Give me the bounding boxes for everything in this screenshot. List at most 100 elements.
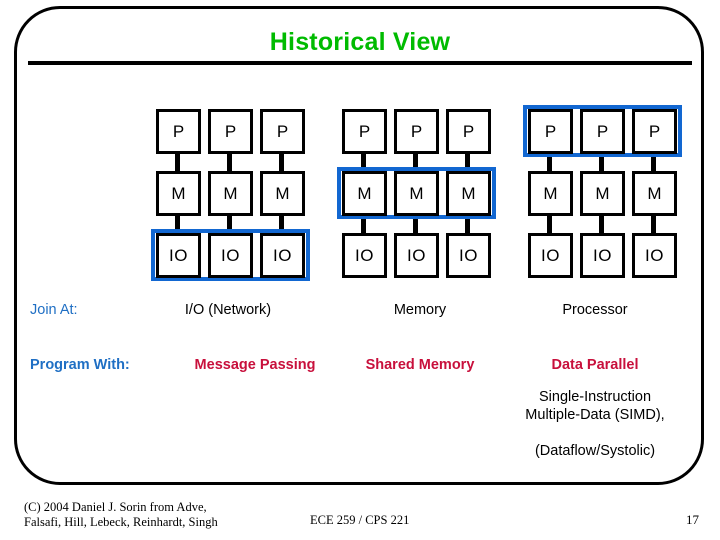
node-processor[interactable]: P xyxy=(394,109,439,154)
architecture-diagram: P M IO P M IO P M IO xyxy=(0,104,720,288)
footer-copyright-line1: (C) 2004 Daniel J. Sorin from Adve, xyxy=(24,500,207,514)
node-label: IO xyxy=(273,245,292,265)
highlight-band-memory xyxy=(337,167,496,219)
node-io[interactable]: IO xyxy=(156,233,201,278)
node-memory[interactable]: M xyxy=(260,171,305,216)
join-at-value-memory: Memory xyxy=(393,302,447,318)
node-io[interactable]: IO xyxy=(580,233,625,278)
node-label: P xyxy=(544,121,557,141)
node-processor[interactable]: P xyxy=(580,109,625,154)
node-label: M xyxy=(275,183,290,203)
connector-memory-io xyxy=(279,214,284,236)
node-processor[interactable]: P xyxy=(342,109,387,154)
node-label: M xyxy=(461,183,476,203)
node-label: IO xyxy=(459,245,478,265)
node-processor[interactable]: P xyxy=(528,109,573,154)
node-label: P xyxy=(172,121,185,141)
connector-processor-memory xyxy=(175,152,180,174)
diagram-group-processor: P M IO P M IO P M IO xyxy=(523,104,682,288)
connector-processor-memory xyxy=(547,152,552,174)
connector-memory-io xyxy=(413,214,418,236)
node-label: M xyxy=(409,183,424,203)
connector-processor-memory xyxy=(599,152,604,174)
node-label: M xyxy=(543,183,558,203)
node-column: P M IO xyxy=(260,104,305,288)
highlight-band-io xyxy=(151,229,310,281)
node-processor[interactable]: P xyxy=(208,109,253,154)
node-label: IO xyxy=(169,245,188,265)
node-label: P xyxy=(410,121,423,141)
connector-memory-io xyxy=(227,214,232,236)
node-label: M xyxy=(223,183,238,203)
node-memory[interactable]: M xyxy=(580,171,625,216)
highlight-band-processor xyxy=(523,105,682,157)
node-label: IO xyxy=(593,245,612,265)
node-label: IO xyxy=(541,245,560,265)
connector-memory-io xyxy=(547,214,552,236)
connector-memory-io xyxy=(175,214,180,236)
node-column: P M IO xyxy=(156,104,201,288)
connector-memory-io xyxy=(361,214,366,236)
node-processor[interactable]: P xyxy=(632,109,677,154)
diagram-group-io-network: P M IO P M IO P M IO xyxy=(151,104,310,288)
node-memory[interactable]: M xyxy=(394,171,439,216)
node-label: IO xyxy=(221,245,240,265)
connector-processor-memory xyxy=(465,152,470,174)
connector-processor-memory xyxy=(227,152,232,174)
node-memory[interactable]: M xyxy=(208,171,253,216)
node-label: M xyxy=(171,183,186,203)
node-memory[interactable]: M xyxy=(632,171,677,216)
footer-copyright-line2: Falsafi, Hill, Lebeck, Reinhardt, Singh xyxy=(24,515,218,529)
program-with-label: Program With: xyxy=(30,357,130,373)
diagram-group-memory: P M IO P M IO P M IO xyxy=(337,104,496,288)
node-label: M xyxy=(595,183,610,203)
footer-course: ECE 259 / CPS 221 xyxy=(310,513,410,527)
node-label: M xyxy=(647,183,662,203)
page-title: Historical View xyxy=(269,28,451,56)
node-label: P xyxy=(224,121,237,141)
node-io[interactable]: IO xyxy=(208,233,253,278)
footer-page-number: 17 xyxy=(686,512,699,527)
program-with-value-data-parallel: Data Parallel xyxy=(551,357,639,373)
node-label: P xyxy=(648,121,661,141)
join-at-value-io: I/O (Network) xyxy=(184,302,272,318)
node-io[interactable]: IO xyxy=(260,233,305,278)
connector-processor-memory xyxy=(279,152,284,174)
node-label: P xyxy=(276,121,289,141)
node-label: P xyxy=(358,121,371,141)
program-with-value-shared-memory: Shared Memory xyxy=(365,357,475,373)
node-label: IO xyxy=(407,245,426,265)
node-column: P M IO xyxy=(342,104,387,288)
node-io[interactable]: IO xyxy=(342,233,387,278)
node-label: IO xyxy=(645,245,664,265)
program-with-value-message-passing: Message Passing xyxy=(194,357,316,373)
connector-memory-io xyxy=(465,214,470,236)
node-label: P xyxy=(462,121,475,141)
node-processor[interactable]: P xyxy=(156,109,201,154)
node-io[interactable]: IO xyxy=(528,233,573,278)
node-memory[interactable]: M xyxy=(342,171,387,216)
connector-processor-memory xyxy=(413,152,418,174)
note-simd-line1: Single-Instruction xyxy=(538,389,652,405)
node-label: IO xyxy=(355,245,374,265)
node-io[interactable]: IO xyxy=(632,233,677,278)
node-memory[interactable]: M xyxy=(528,171,573,216)
note-simd-line2: Multiple-Data (SIMD), xyxy=(525,407,665,423)
node-processor[interactable]: P xyxy=(446,109,491,154)
connector-memory-io xyxy=(651,214,656,236)
title-divider xyxy=(28,61,692,65)
node-io[interactable]: IO xyxy=(446,233,491,278)
footer-copyright: (C) 2004 Daniel J. Sorin from Adve, Fals… xyxy=(24,500,218,530)
node-column: P M IO xyxy=(580,104,625,288)
node-processor[interactable]: P xyxy=(260,109,305,154)
connector-memory-io xyxy=(599,214,604,236)
node-io[interactable]: IO xyxy=(394,233,439,278)
node-label: M xyxy=(357,183,372,203)
node-column: P M IO xyxy=(528,104,573,288)
node-column: P M IO xyxy=(208,104,253,288)
node-column: P M IO xyxy=(446,104,491,288)
node-memory[interactable]: M xyxy=(156,171,201,216)
node-column: P M IO xyxy=(632,104,677,288)
node-memory[interactable]: M xyxy=(446,171,491,216)
